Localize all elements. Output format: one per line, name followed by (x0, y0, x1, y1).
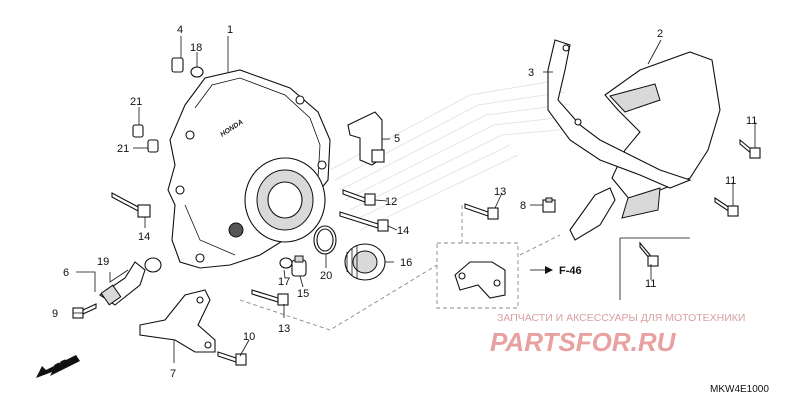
generator-cover-part-1: HONDA (167, 69, 331, 269)
washer-part-17 (279, 257, 293, 269)
bolt-part-14-left (111, 192, 151, 218)
section-ref-label: F-46 (559, 265, 582, 277)
reference-bracket (619, 237, 690, 300)
o-ring-part-18 (190, 66, 204, 78)
o-ring-part-20 (313, 225, 337, 255)
clamp-bracket-part-5 (347, 111, 385, 166)
callout-8: 8 (520, 200, 526, 212)
bolts-part-11 (639, 138, 761, 267)
section-reference: F-46 (559, 265, 582, 277)
callout-3: 3 (528, 67, 534, 79)
dowel-pin-part-4 (171, 57, 184, 73)
callout-labels: 1 2 3 4 5 6 7 8 9 10 11 11 11 12 13 13 1… (52, 24, 757, 380)
callout-4: 4 (177, 24, 183, 36)
watermark-logo: PARTSFOR.RU (490, 327, 677, 357)
diagram-code: MKW4E1000 (710, 384, 769, 395)
callout-11-mid: 11 (725, 175, 736, 187)
callout-20: 20 (320, 270, 332, 282)
callout-5: 5 (394, 133, 400, 145)
callout-1: 1 (227, 24, 233, 36)
o-ring-part-19 (144, 257, 162, 273)
callout-2: 2 (657, 28, 663, 40)
callout-18: 18 (190, 42, 202, 54)
callout-19: 19 (97, 256, 109, 268)
oil-plug-part-16 (344, 243, 386, 281)
callout-17: 17 (278, 276, 290, 288)
grommet-part-8 (542, 197, 556, 213)
leader-lines (73, 36, 756, 363)
callout-21-top: 21 (130, 96, 142, 108)
cover-plate-right (569, 187, 616, 241)
background-wing-emblem (329, 79, 581, 231)
watermark: ЗАПЧАСТИ И АКСЕССУАРЫ ДЛЯ МОТОТЕХНИКИ PA… (490, 312, 745, 357)
callout-15: 15 (297, 288, 309, 300)
boxed-assembly (436, 242, 553, 309)
bolt-part-10 (217, 351, 247, 366)
callout-14-left: 14 (138, 231, 150, 243)
bolt-part-13-upper (464, 203, 499, 220)
guide-plate-part-3 (547, 39, 692, 189)
front-arrow-icon (36, 355, 80, 378)
callout-10: 10 (243, 331, 255, 343)
callout-7: 7 (170, 368, 176, 380)
callout-13-lower: 13 (278, 323, 290, 335)
callout-13-upper: 13 (494, 186, 506, 198)
callout-21-bottom: 21 (117, 143, 129, 155)
callout-16: 16 (400, 257, 412, 269)
front-direction-indicator: FR. (36, 355, 80, 378)
callout-11-bottom: 11 (645, 278, 656, 290)
callout-14-right: 14 (397, 225, 409, 237)
watermark-tagline: ЗАПЧАСТИ И АКСЕССУАРЫ ДЛЯ МОТОТЕХНИКИ (497, 312, 745, 324)
bolt-part-9 (72, 303, 97, 319)
callout-11-top: 11 (746, 115, 757, 127)
bracket-part-7 (139, 289, 216, 353)
callout-6: 6 (63, 267, 69, 279)
plug-part-15 (291, 255, 307, 277)
bolt-part-12 (342, 189, 376, 206)
sprocket-cover-part-2 (604, 51, 721, 219)
callout-9: 9 (52, 308, 58, 320)
callout-12: 12 (385, 196, 397, 208)
bolt-part-13-lower (251, 289, 289, 306)
sensor-part-6 (99, 261, 146, 306)
dowel-pins-part-21 (132, 124, 159, 153)
bolt-part-14-right (339, 211, 389, 232)
